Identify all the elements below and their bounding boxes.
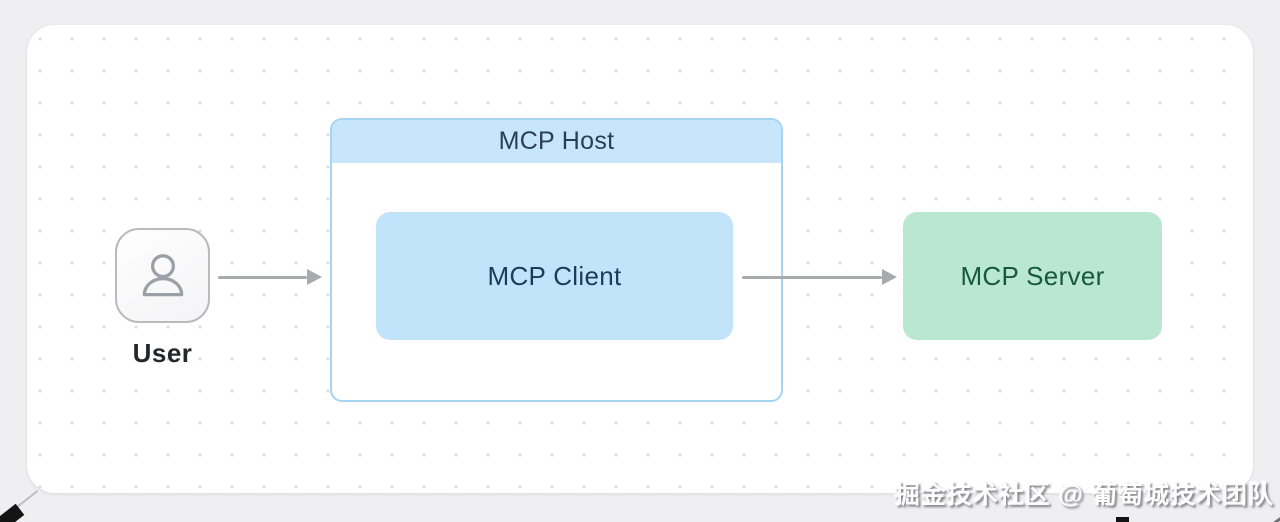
arrow-head-icon	[882, 269, 897, 285]
arrow-shaft	[218, 275, 307, 279]
mcp-client-node: MCP Client	[376, 212, 733, 340]
mcp-host-header: MCP Host	[332, 120, 781, 163]
watermark-text: 掘金技术社区 @ 葡萄城技术团队	[894, 481, 1274, 509]
diagram-canvas: User MCP Host MCP Client MCP Server	[27, 25, 1253, 493]
arrow-client-to-server	[742, 269, 897, 285]
arrow-shaft	[742, 275, 882, 279]
corner-artifact-bottom-left	[0, 503, 25, 522]
person-icon	[134, 247, 192, 305]
arrow-user-to-host	[218, 269, 322, 285]
user-label: User	[132, 338, 193, 368]
mcp-server-label: MCP Server	[960, 260, 1105, 291]
mcp-server-node: MCP Server	[903, 212, 1162, 340]
mcp-client-label: MCP Client	[487, 260, 622, 291]
edge-artifact-bottom	[1116, 517, 1129, 522]
arrow-head-icon	[307, 269, 322, 285]
corner-artifact-bottom-right	[1265, 514, 1280, 522]
user-node	[115, 228, 210, 323]
